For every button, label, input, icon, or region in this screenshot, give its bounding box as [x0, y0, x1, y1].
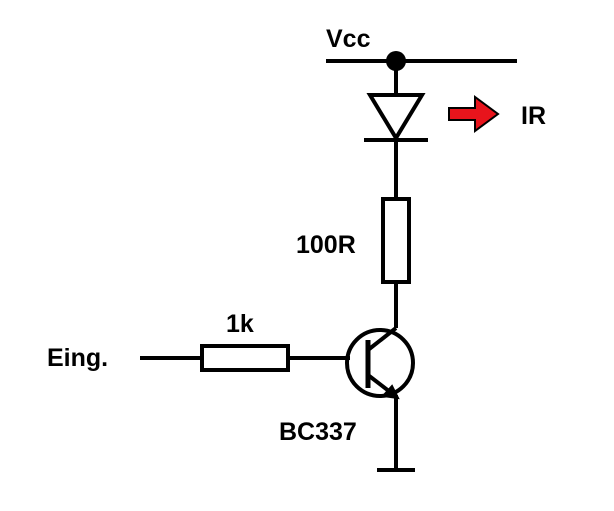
input-label: Eing.: [47, 344, 108, 372]
ir-label: IR: [521, 102, 546, 130]
base-resistor: [200, 344, 290, 372]
transistor-body: [345, 328, 415, 398]
led-triangle: [366, 93, 426, 142]
ir-emission-arrow: [448, 95, 500, 133]
collector-resistor: [381, 197, 411, 284]
transistor-collector-lead: [366, 326, 398, 352]
base-resistor-label: 1k: [226, 310, 254, 338]
transistor-label: BC337: [279, 418, 357, 446]
ir-led: [364, 93, 428, 142]
collector-resistor-label: 100R: [296, 231, 356, 259]
vcc-label: Vcc: [326, 25, 371, 53]
npn-transistor: [345, 326, 415, 400]
